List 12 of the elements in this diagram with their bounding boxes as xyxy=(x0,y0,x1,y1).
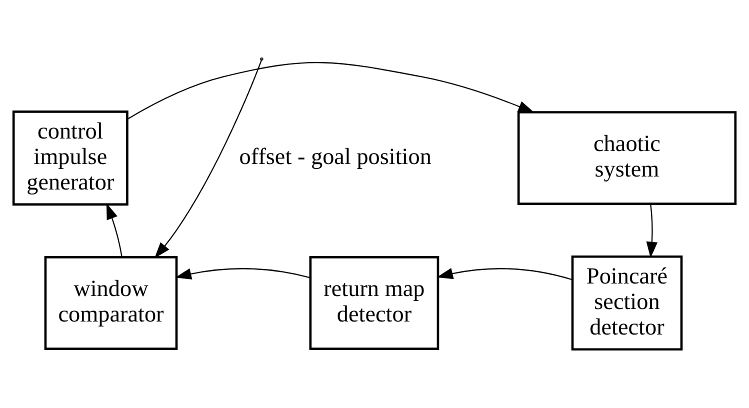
node-box: window comparator xyxy=(44,256,178,350)
arrow xyxy=(127,62,534,120)
arrow xyxy=(175,268,310,280)
arrow xyxy=(436,268,573,280)
node-box: chaotic system xyxy=(517,111,737,205)
node-box: return map detector xyxy=(309,256,440,350)
node-box: control impulse generator xyxy=(12,110,128,206)
arrow xyxy=(154,59,262,258)
arrow xyxy=(646,204,658,258)
edge-label: offset - goal position xyxy=(239,144,432,170)
arrow xyxy=(106,203,122,257)
node-box: Poincaré section detector xyxy=(571,255,683,351)
